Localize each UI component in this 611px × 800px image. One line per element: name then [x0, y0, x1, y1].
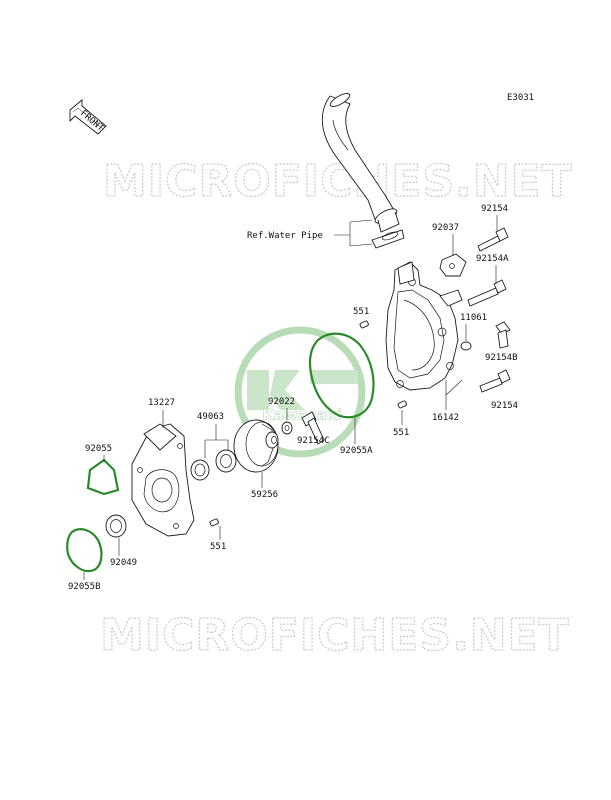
- pin-551-upper: [359, 320, 369, 329]
- leader-49063: [204, 424, 229, 458]
- seal-49063-b: [215, 449, 237, 473]
- pump-body-13227: [131, 423, 195, 537]
- label-92055: 92055: [85, 444, 112, 454]
- pin-551-right: [397, 400, 407, 409]
- bolt-92154c: [301, 411, 325, 445]
- bolt-92154a: [467, 279, 507, 307]
- hose-clamp: [371, 229, 405, 249]
- oring-92055b: [66, 528, 103, 573]
- watermark-top: MICROFICHES.NET: [103, 156, 573, 207]
- label-92055b: 92055B: [68, 582, 101, 592]
- bolt-92154-top: [477, 227, 509, 252]
- kawasaki-logo-watermark: Kawasaki: [234, 326, 366, 458]
- label-92154-bottom: 92154: [491, 401, 518, 411]
- label-16142: 16142: [432, 413, 459, 423]
- pin-551-lower: [209, 518, 219, 527]
- leader-16142: [445, 379, 463, 410]
- label-92154a: 92154A: [476, 254, 509, 264]
- svg-text:Kawasaki: Kawasaki: [262, 406, 342, 424]
- label-ref-water-pipe: Ref.Water Pipe: [247, 231, 323, 241]
- water-pipe: [321, 93, 400, 233]
- seal-49063-a: [190, 459, 210, 481]
- oring-92055: [86, 458, 120, 496]
- label-92154b: 92154B: [485, 353, 518, 363]
- impeller-59256: [233, 419, 279, 473]
- bolt-92154b: [495, 321, 511, 349]
- label-551-right: 551: [393, 428, 409, 438]
- label-92049: 92049: [110, 558, 137, 568]
- label-92154-top: 92154: [481, 204, 508, 214]
- label-551-upper: 551: [353, 307, 369, 317]
- bolt-92154-bottom: [479, 369, 511, 393]
- label-92037: 92037: [432, 223, 459, 233]
- label-92022: 92022: [268, 397, 295, 407]
- label-92154c: 92154C: [297, 436, 330, 446]
- oring-92055a: [308, 332, 375, 419]
- diagram-code: E3031: [507, 93, 534, 103]
- washer-92022: [281, 421, 293, 435]
- seal-92049: [105, 514, 127, 538]
- leader-ref-water-pipe: [334, 219, 373, 247]
- water-pump-cover: [385, 261, 463, 391]
- part-92037: [439, 253, 467, 277]
- front-arrow-icon: FRONT: [69, 99, 107, 135]
- part-11061: [460, 341, 472, 351]
- label-92055a: 92055A: [340, 446, 373, 456]
- watermark-bottom: MICROFICHES.NET: [100, 610, 570, 661]
- label-551-lower: 551: [210, 542, 226, 552]
- label-49063: 49063: [197, 412, 224, 422]
- label-59256: 59256: [251, 490, 278, 500]
- label-11061: 11061: [460, 313, 487, 323]
- label-13227: 13227: [148, 398, 175, 408]
